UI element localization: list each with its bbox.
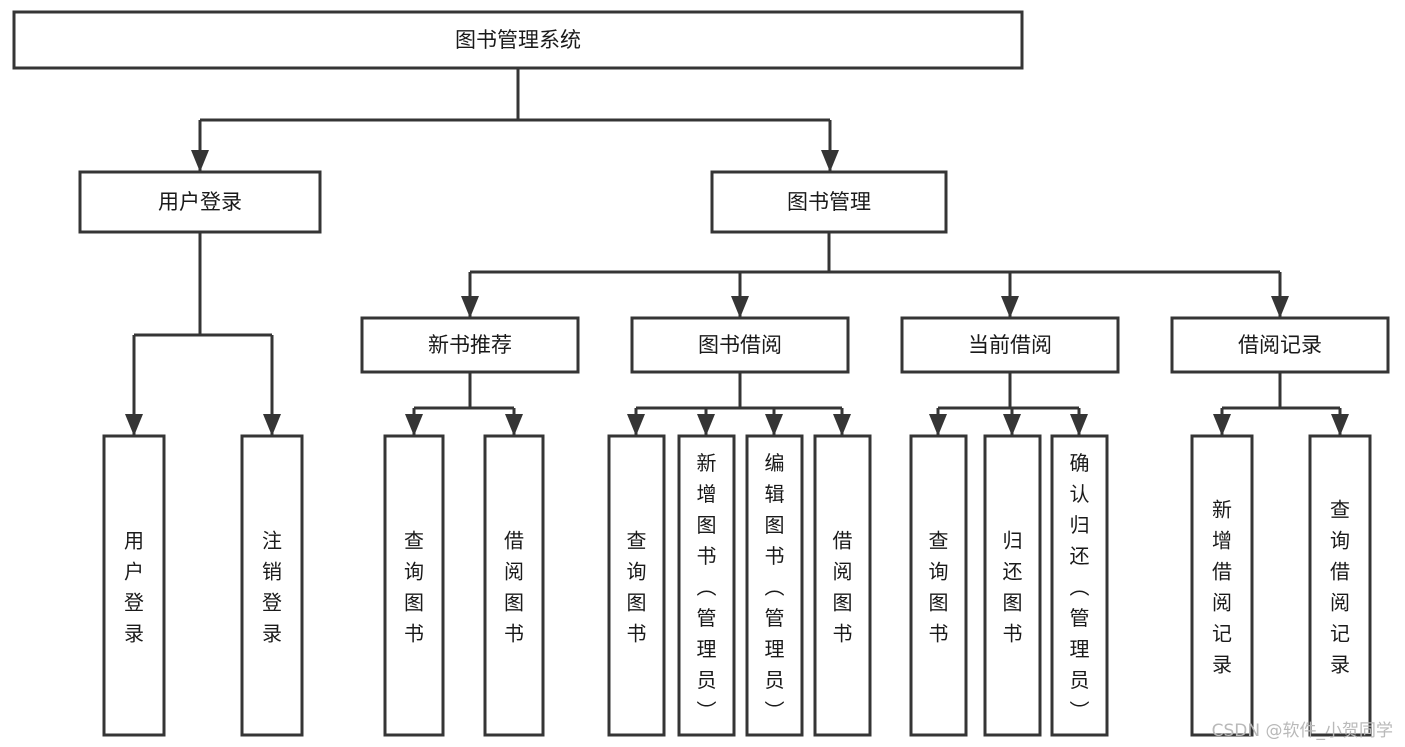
arrow-head-icon <box>1331 414 1349 436</box>
connector-c-record-split <box>1213 372 1349 436</box>
node-box[interactable] <box>1050 434 1109 737</box>
connector-c-recommend-split <box>405 372 523 436</box>
root-node-root[interactable]: 图书管理系统 <box>12 10 1024 70</box>
arrow-head-icon <box>1271 296 1289 318</box>
node-label: 编辑图书︵管理员︶ <box>765 451 785 723</box>
node-label: 查询图书 <box>929 529 949 646</box>
arrow-head-icon <box>1001 296 1019 318</box>
node-box[interactable] <box>240 434 304 737</box>
arrow-head-icon <box>405 414 423 436</box>
leaf-node-leaf-query-borrow-record[interactable]: 查询借阅记录 <box>1308 434 1372 737</box>
node-box[interactable] <box>909 434 968 737</box>
leaf-node-leaf-borrow-book[interactable]: 借阅图书 <box>813 434 872 737</box>
node-label: 当前借阅 <box>968 333 1052 357</box>
arrow-head-icon <box>263 414 281 436</box>
level2-node-book-manage[interactable]: 图书管理 <box>710 170 948 234</box>
leaf-node-leaf-user-login[interactable]: 用户登录 <box>102 434 166 737</box>
node-box[interactable] <box>813 434 872 737</box>
node-box[interactable] <box>360 316 580 374</box>
connector-c-current-split <box>929 372 1088 436</box>
node-box[interactable] <box>102 434 166 737</box>
connector-c-root-split <box>191 68 839 172</box>
node-box[interactable] <box>1190 434 1254 737</box>
arrow-head-icon <box>833 414 851 436</box>
node-box[interactable] <box>78 170 322 234</box>
node-box[interactable] <box>1170 316 1390 374</box>
connector-c-book-manage-split <box>461 232 1289 318</box>
arrow-head-icon <box>505 414 523 436</box>
node-box[interactable] <box>745 434 804 737</box>
level3-node-current-borrow[interactable]: 当前借阅 <box>900 316 1120 374</box>
node-label: 借阅记录 <box>1238 333 1322 357</box>
node-box[interactable] <box>710 170 948 234</box>
arrow-head-icon <box>1003 414 1021 436</box>
node-box[interactable] <box>983 434 1042 737</box>
node-box[interactable] <box>12 10 1024 70</box>
leaf-node-leaf-query-book-recommend[interactable]: 查询图书 <box>383 434 445 737</box>
arrow-head-icon <box>731 296 749 318</box>
level3-node-book-borrow[interactable]: 图书借阅 <box>630 316 850 374</box>
node-label: 图书管理 <box>787 190 871 214</box>
node-label: 确认归还︵管理员︶ <box>1070 451 1090 723</box>
level2-node-user-login[interactable]: 用户登录 <box>78 170 322 234</box>
node-box[interactable] <box>630 316 850 374</box>
node-label: 图书管理系统 <box>455 28 581 52</box>
node-label: 新书推荐 <box>428 333 512 357</box>
leaf-node-leaf-edit-book[interactable]: 编辑图书︵管理员︶ <box>745 434 804 737</box>
csdn-watermark: CSDN @软件_小贺同学 <box>1211 721 1393 741</box>
leaf-node-leaf-query-book-current[interactable]: 查询图书 <box>909 434 968 737</box>
node-box[interactable] <box>607 434 666 737</box>
arrow-head-icon <box>929 414 947 436</box>
node-label: 图书借阅 <box>698 333 782 357</box>
leaf-node-leaf-logout[interactable]: 注销登录 <box>240 434 304 737</box>
arrow-head-icon <box>191 150 209 172</box>
leaf-node-leaf-add-borrow-record[interactable]: 新增借阅记录 <box>1190 434 1254 737</box>
arrow-head-icon <box>1070 414 1088 436</box>
node-label: 用户登录 <box>124 529 144 646</box>
leaf-node-leaf-add-book[interactable]: 新增图书︵管理员︶ <box>677 434 736 737</box>
node-box[interactable] <box>483 434 545 737</box>
arrow-head-icon <box>461 296 479 318</box>
node-label: 借阅图书 <box>833 529 853 646</box>
arrow-head-icon <box>765 414 783 436</box>
node-box[interactable] <box>677 434 736 737</box>
level3-node-borrow-record[interactable]: 借阅记录 <box>1170 316 1390 374</box>
connector-c-borrow-split <box>627 372 851 436</box>
arrow-head-icon <box>125 414 143 436</box>
node-label: 归还图书 <box>1003 529 1023 646</box>
node-label: 新增图书︵管理员︶ <box>697 451 717 723</box>
connector-c-user-login-split <box>125 232 281 436</box>
node-label: 查询图书 <box>627 529 647 646</box>
node-label: 查询借阅记录 <box>1330 498 1350 677</box>
arrow-head-icon <box>697 414 715 436</box>
leaf-node-leaf-query-book-borrow[interactable]: 查询图书 <box>607 434 666 737</box>
node-box[interactable] <box>900 316 1120 374</box>
node-label: 查询图书 <box>404 529 424 646</box>
node-label: 注销登录 <box>262 529 282 646</box>
node-box[interactable] <box>383 434 445 737</box>
arrow-head-icon <box>821 150 839 172</box>
connector-layer <box>125 68 1349 436</box>
leaf-node-leaf-return-book[interactable]: 归还图书 <box>983 434 1042 737</box>
arrow-head-icon <box>1213 414 1231 436</box>
leaf-node-leaf-borrow-book-recommend[interactable]: 借阅图书 <box>483 434 545 737</box>
node-box[interactable] <box>1308 434 1372 737</box>
node-label: 借阅图书 <box>504 529 524 646</box>
node-label: 新增借阅记录 <box>1212 498 1232 677</box>
node-label: 用户登录 <box>158 190 242 214</box>
level3-node-new-book-recommend[interactable]: 新书推荐 <box>360 316 580 374</box>
arrow-head-icon <box>627 414 645 436</box>
leaf-node-leaf-confirm-return[interactable]: 确认归还︵管理员︶ <box>1050 434 1109 737</box>
